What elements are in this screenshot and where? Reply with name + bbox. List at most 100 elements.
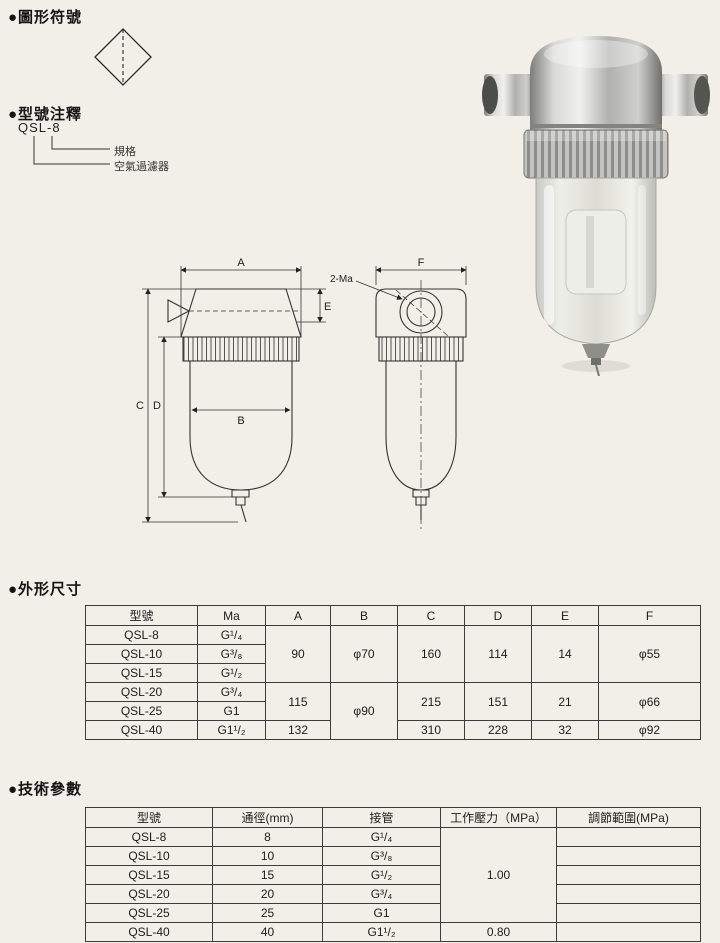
column-header: A bbox=[265, 605, 331, 626]
column-header: E bbox=[531, 605, 599, 626]
annotation-label-spec: 規格 bbox=[114, 146, 136, 158]
column-header: 型號 bbox=[85, 605, 198, 626]
table-cell: 20 bbox=[212, 884, 323, 904]
table-cell: 8 bbox=[212, 827, 323, 847]
table-cell: 215 bbox=[397, 682, 465, 721]
table-cell bbox=[556, 884, 701, 904]
table-cell: G1¹/₂ bbox=[197, 720, 266, 740]
table-cell: G³/₈ bbox=[197, 644, 266, 664]
table-cell: QSL-10 bbox=[85, 846, 213, 866]
table-cell: 15 bbox=[212, 865, 323, 885]
dim-label-c: C bbox=[136, 400, 144, 412]
column-header: 工作壓力（MPa） bbox=[440, 807, 557, 828]
dim-label-d: D bbox=[153, 400, 161, 412]
table-cell: QSL-20 bbox=[85, 682, 198, 702]
table-cell: 310 bbox=[397, 720, 465, 740]
table-cell: 114 bbox=[464, 625, 532, 683]
table-cell: 151 bbox=[464, 682, 532, 721]
table-cell: 10 bbox=[212, 846, 323, 866]
table-cell: QSL-15 bbox=[85, 663, 198, 683]
column-header: 接管 bbox=[322, 807, 441, 828]
column-header: 通徑(mm) bbox=[212, 807, 323, 828]
product-photo bbox=[482, 36, 710, 376]
header-row: 型號通徑(mm)接管工作壓力（MPa）調節範圍(MPa) bbox=[85, 807, 701, 828]
table-cell: 160 bbox=[397, 625, 465, 683]
technical-drawing: A E C D B F 2-Ma bbox=[136, 257, 467, 530]
filter-symbol-icon bbox=[94, 28, 152, 86]
dim-label-e: E bbox=[324, 301, 331, 313]
table-cell: G³/₄ bbox=[197, 682, 266, 702]
table-cell: 25 bbox=[212, 903, 323, 923]
dim-label-b: B bbox=[237, 415, 244, 427]
column-header: Ma bbox=[197, 605, 266, 626]
dim-label-f: F bbox=[418, 257, 425, 269]
table-cell: 90 bbox=[265, 625, 331, 683]
table-cell: G1¹/₂ bbox=[322, 922, 441, 942]
table-cell: 115 bbox=[265, 682, 331, 721]
table-cell: QSL-10 bbox=[85, 644, 198, 664]
table-cell: QSL-40 bbox=[85, 720, 198, 740]
section-title-parameters: ●技術參數 bbox=[8, 781, 83, 798]
table-cell: QSL-20 bbox=[85, 884, 213, 904]
table-cell bbox=[556, 922, 701, 942]
table-cell: G³/₄ bbox=[322, 884, 441, 904]
table-cell: QSL-8 bbox=[85, 827, 213, 847]
table-cell: φ55 bbox=[598, 625, 701, 683]
table-cell: G³/₈ bbox=[322, 846, 441, 866]
table-cell: 228 bbox=[464, 720, 532, 740]
column-header: F bbox=[598, 605, 701, 626]
table-cell: φ66 bbox=[598, 682, 701, 721]
table-cell: 0.80 bbox=[440, 922, 557, 942]
dim-label-port: 2-Ma bbox=[330, 274, 353, 285]
table-cell: φ70 bbox=[330, 625, 398, 683]
table-cell: 132 bbox=[265, 720, 331, 740]
table-cell bbox=[556, 903, 701, 923]
table-cell: φ92 bbox=[598, 720, 701, 740]
section-title-graphic-symbol: ●圖形符號 bbox=[8, 9, 83, 26]
column-header: D bbox=[464, 605, 532, 626]
model-code: QSL-8 bbox=[18, 120, 61, 135]
table-cell bbox=[556, 865, 701, 885]
table-cell: QSL-40 bbox=[85, 922, 213, 942]
table-cell: G¹/₄ bbox=[197, 625, 266, 645]
table-cell bbox=[556, 846, 701, 866]
dim-label-a: A bbox=[237, 257, 245, 269]
table-cell: QSL-15 bbox=[85, 865, 213, 885]
table-cell: QSL-25 bbox=[85, 701, 198, 721]
table-cell: QSL-25 bbox=[85, 903, 213, 923]
annotation-label-product: 空氣過濾器 bbox=[114, 161, 169, 173]
column-header: B bbox=[330, 605, 398, 626]
table-cell: G¹/₂ bbox=[197, 663, 266, 683]
table-cell bbox=[556, 827, 701, 847]
section-title-dimensions: ●外形尺寸 bbox=[8, 581, 83, 598]
table-cell: G¹/₄ bbox=[322, 827, 441, 847]
table-cell: G1 bbox=[197, 701, 266, 721]
model-annotation-lines bbox=[33, 136, 110, 165]
table-cell: 1.00 bbox=[440, 827, 557, 923]
table-cell: φ90 bbox=[330, 682, 398, 740]
table-cell: 21 bbox=[531, 682, 599, 721]
section-title-model-annotation: ●型號注釋 bbox=[8, 106, 83, 123]
table-cell: G1 bbox=[322, 903, 441, 923]
table-cell: QSL-8 bbox=[85, 625, 198, 645]
table-cell: 14 bbox=[531, 625, 599, 683]
table-cell: 32 bbox=[531, 720, 599, 740]
column-header: C bbox=[397, 605, 465, 626]
table-cell: G¹/₂ bbox=[322, 865, 441, 885]
column-header: 調節範圍(MPa) bbox=[556, 807, 701, 828]
